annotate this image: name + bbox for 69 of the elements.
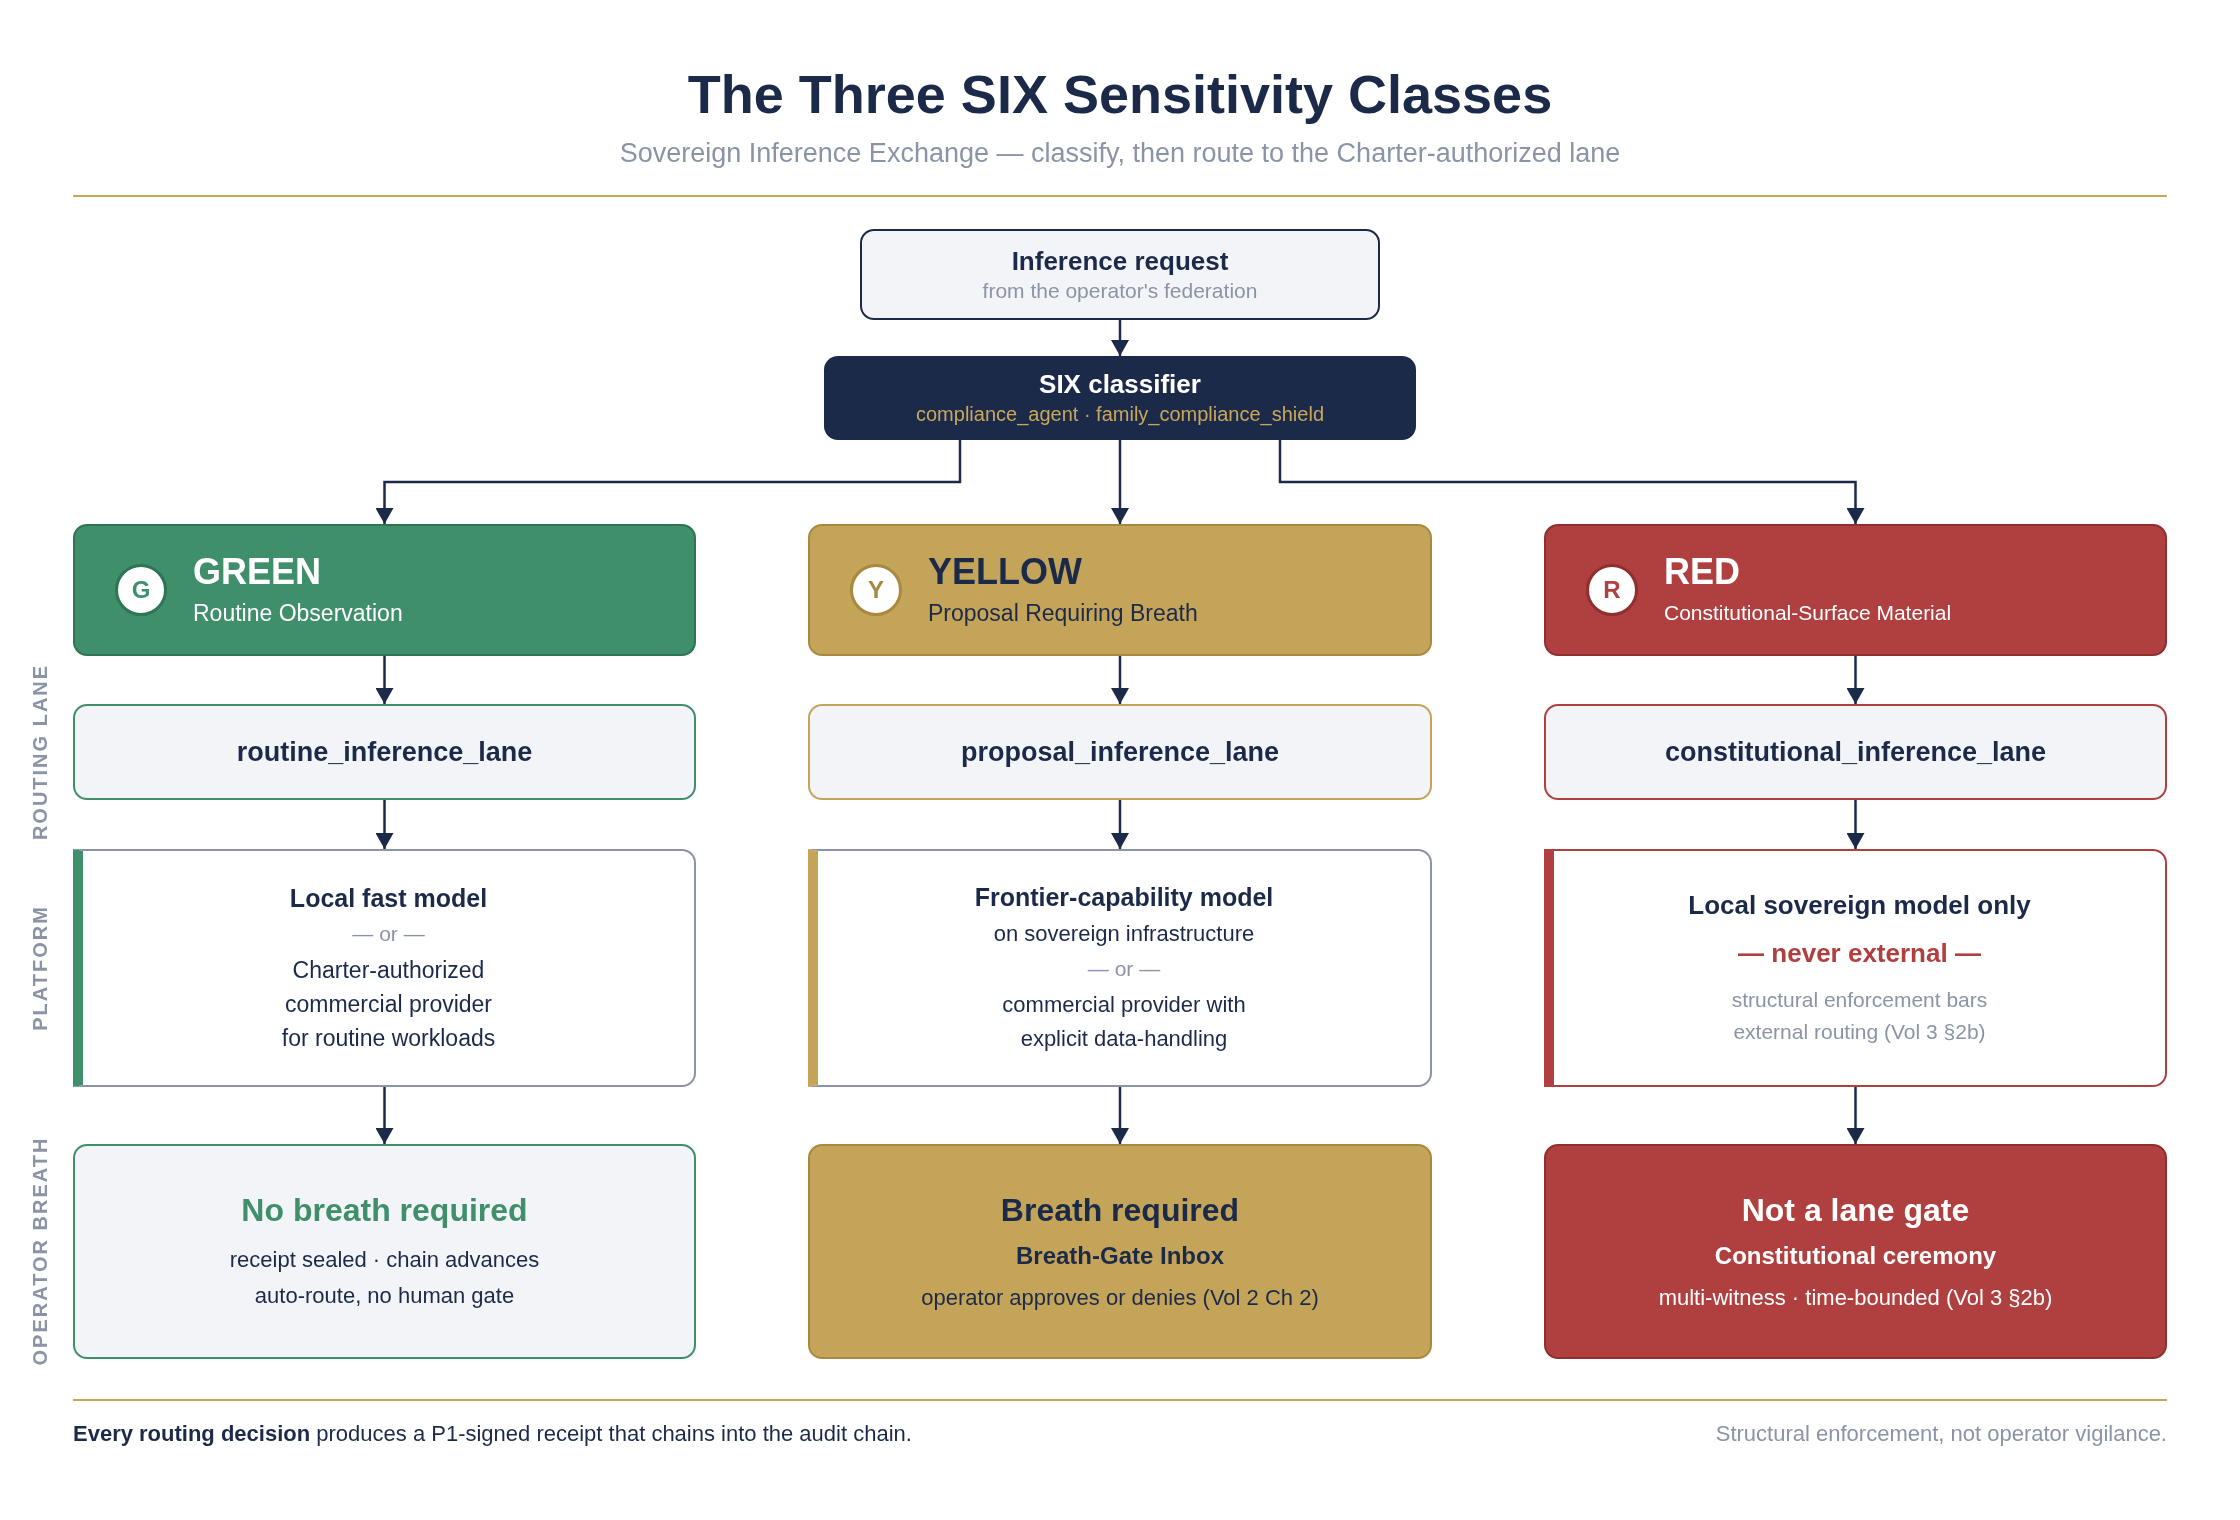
breath-note: receipt sealed · chain advances <box>229 1245 540 1274</box>
breath-note: multi-witness · time-bounded (Vol 3 §2b) <box>1658 1283 2053 1312</box>
breath-title: No breath required <box>241 1190 528 1230</box>
box-title: Inference request <box>1011 244 1229 277</box>
class-subtitle: Routine Observation <box>193 599 404 628</box>
flow-arrow <box>375 800 394 849</box>
class-subtitle: Constitutional-Surface Material <box>1664 600 1953 626</box>
platform-note: Charter-authorized commercial provider for routine workloads <box>280 956 497 1053</box>
classifier-box <box>824 356 1416 440</box>
breath-box <box>1544 1144 2167 1359</box>
footer-note: Every routing decision produces a P1-signed receipt that chains into the audit chain. <box>73 1420 912 1448</box>
box-subtitle: from the operator's federation <box>982 277 1258 304</box>
agent-names: compliance_agent · family_compliance_shield <box>916 402 1324 428</box>
lane-name: proposal_inference_lane <box>960 736 1280 769</box>
flow-arrow <box>375 656 394 704</box>
request-box <box>860 229 1380 320</box>
lane-name: constitutional_inference_lane <box>1664 736 2047 769</box>
class-header-card <box>808 524 1432 656</box>
box-title: SIX classifier <box>1039 368 1201 400</box>
class-header-card <box>1544 524 2167 656</box>
flow-arrow <box>1278 440 1865 524</box>
warning-text: — never external — <box>1738 937 1981 970</box>
flow-arrow <box>1111 656 1129 704</box>
diagram-subtitle: Sovereign Inference Exchange — classify, then route to the Charter-authorized lane <box>619 137 1621 170</box>
platform-note: commercial provider with explicit data-handling <box>1001 991 1247 1053</box>
platform-title: Frontier-capability model <box>974 882 1274 913</box>
lane-box <box>808 704 1432 800</box>
or-divider: — or — <box>1087 956 1161 982</box>
platform-box <box>73 849 696 1087</box>
platform-title: Local fast model <box>289 883 488 914</box>
breath-note: auto-route, no human gate <box>254 1281 515 1310</box>
breath-subtitle: Breath-Gate Inbox <box>1016 1240 1224 1271</box>
lane-box <box>73 704 696 800</box>
class-title: RED <box>1664 552 1741 592</box>
platform-title: Local sovereign model only <box>1688 889 2031 922</box>
class-subtitle: Proposal Requiring Breath <box>928 599 1199 628</box>
or-divider: — or — <box>352 921 425 947</box>
lane-box <box>1544 704 2167 800</box>
flow-arrow <box>1111 800 1129 849</box>
flow-arrow <box>1111 1087 1129 1144</box>
letter-badge: G <box>115 564 167 616</box>
flow-arrow <box>1846 800 1865 849</box>
platform-box <box>1544 849 2167 1087</box>
platform-note: structural enforcement bars external routing (Vol 3 §2b) <box>1730 987 1989 1045</box>
flow-arrow <box>1111 440 1129 524</box>
breath-subtitle: Constitutional ceremony <box>1714 1240 1997 1271</box>
class-title: YELLOW <box>928 552 1083 592</box>
breath-note: operator approves or denies (Vol 2 Ch 2) <box>921 1283 1319 1312</box>
diagram-title: The Three SIX Sensitivity Classes <box>687 66 1553 122</box>
breath-title: Breath required <box>1000 1190 1240 1230</box>
row-label: PLATFORM <box>28 905 52 1031</box>
row-label: ROUTING LANE <box>28 663 52 841</box>
platform-subtitle: on sovereign infrastructure <box>993 920 1255 948</box>
flow-arrow <box>375 1087 394 1144</box>
flow-arrow <box>1846 1087 1865 1144</box>
breath-box <box>73 1144 696 1359</box>
lane-name: routine_inference_lane <box>236 736 533 769</box>
flow-arrow <box>1111 320 1129 356</box>
flow-arrow <box>1846 656 1865 704</box>
class-title: GREEN <box>193 552 323 592</box>
breath-box <box>808 1144 1432 1359</box>
class-header-card <box>73 524 696 656</box>
flow-arrow <box>375 440 962 524</box>
letter-badge: R <box>1586 564 1638 616</box>
footer-tagline: Structural enforcement, not operator vigilance. <box>1715 1420 2167 1448</box>
row-label: OPERATOR BREATH <box>28 1136 52 1366</box>
breath-title: Not a lane gate <box>1741 1190 1970 1230</box>
platform-box <box>808 849 1432 1087</box>
letter-badge: Y <box>850 564 902 616</box>
